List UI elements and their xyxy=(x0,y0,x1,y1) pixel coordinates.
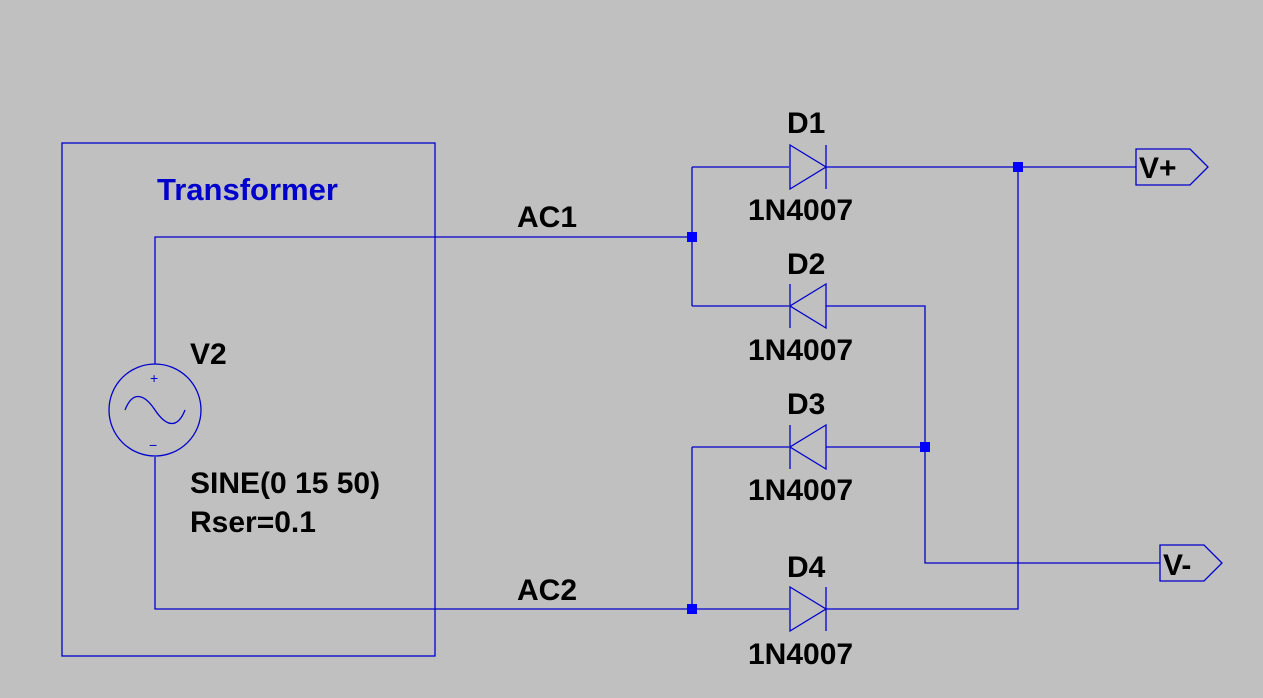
port-vplus-flag[interactable] xyxy=(1135,148,1209,186)
source-plus-sign: + xyxy=(150,370,158,386)
diode-d4[interactable] xyxy=(789,585,828,633)
wires xyxy=(154,166,1160,610)
transformer-box[interactable] xyxy=(61,142,436,657)
source-minus-sign: − xyxy=(149,437,157,453)
diode-d1-name: D1 xyxy=(787,107,825,140)
diode-d2-model: 1N4007 xyxy=(748,334,853,367)
wire-d4-cathode[interactable] xyxy=(826,167,1019,610)
net-label-ac2: AC2 xyxy=(517,574,577,607)
transformer-title: Transformer xyxy=(157,172,338,207)
junction-vplus xyxy=(1013,162,1023,172)
port-vplus-label: V+ xyxy=(1139,152,1177,185)
net-label-ac1: AC1 xyxy=(517,201,577,234)
port-vminus-flag[interactable] xyxy=(1159,544,1223,582)
wire-vminus[interactable] xyxy=(826,305,1160,564)
junction-vminus xyxy=(920,442,930,452)
source-value: SINE(0 15 50) xyxy=(190,467,380,500)
wire-ac2[interactable] xyxy=(154,457,692,610)
junction-ac2 xyxy=(687,604,697,614)
wire-ac1[interactable] xyxy=(154,236,692,364)
source-name: V2 xyxy=(190,338,227,371)
diode-d1-model: 1N4007 xyxy=(748,194,853,227)
junction-ac1 xyxy=(687,232,697,242)
diode-d3-model: 1N4007 xyxy=(748,474,853,507)
diode-d3-name: D3 xyxy=(787,388,825,421)
source-rser: Rser=0.1 xyxy=(190,506,316,539)
diode-d3[interactable] xyxy=(788,423,827,471)
diode-d4-model: 1N4007 xyxy=(748,638,853,671)
port-vminus-label: V- xyxy=(1163,549,1191,582)
sine-source-icon[interactable] xyxy=(108,363,202,457)
diode-d2-name: D2 xyxy=(787,248,825,281)
diode-d2[interactable] xyxy=(788,282,827,330)
diode-d4-name: D4 xyxy=(787,551,826,584)
diode-d1[interactable] xyxy=(789,143,828,191)
